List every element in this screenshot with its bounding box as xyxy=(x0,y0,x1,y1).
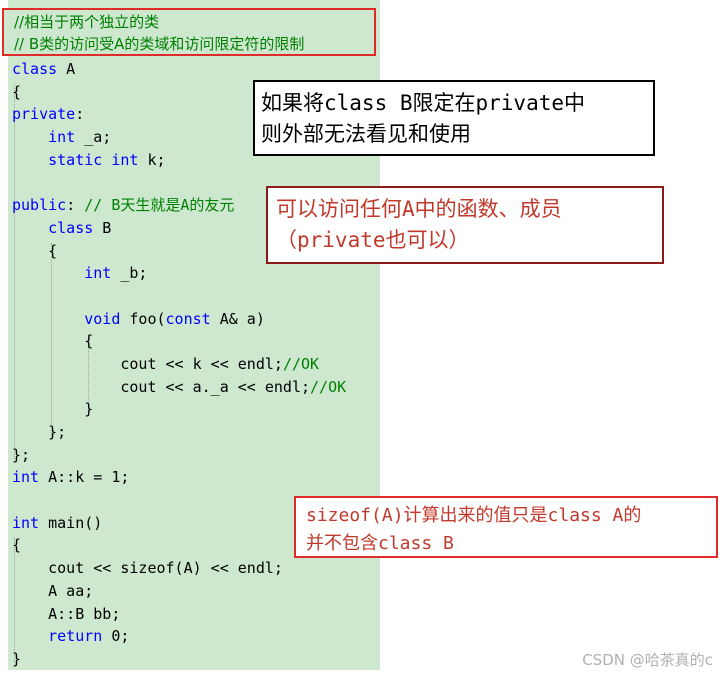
code-line-13: { xyxy=(84,332,94,351)
annotation-1-line-1: 如果将class B限定在private中 xyxy=(261,91,586,115)
code-line-25: A::B bb; xyxy=(48,604,121,623)
code-line-27: } xyxy=(12,649,22,668)
header-comment-box: //相当于两个独立的类 // B类的访问受A的类域和访问限定符的限制 xyxy=(2,8,376,56)
code-line-18: }; xyxy=(12,445,31,464)
indent-guide-foo xyxy=(88,334,89,416)
code-line-10: int _b; xyxy=(84,264,148,283)
code-line-11 xyxy=(12,285,346,308)
indent-guide-class-b xyxy=(51,243,52,439)
code-line-24: A aa; xyxy=(48,581,94,600)
code-line-19: int A::k = 1; xyxy=(12,468,130,487)
code-line-12: void foo(const A& a) xyxy=(84,309,265,328)
annotation-3-line-2: 并不包含class B xyxy=(306,533,454,554)
code-line-4: int _a; xyxy=(48,128,112,147)
code-line-23: cout << sizeof(A) << endl; xyxy=(48,559,283,578)
code-line-21: int main() xyxy=(12,513,103,532)
annotation-3-line-1: sizeof(A)计算出来的值只是class A的 xyxy=(306,505,642,526)
annotation-friend-access: 可以访问任何A中的函数、成员 （private也可以） xyxy=(266,186,664,264)
code-line-22: { xyxy=(12,536,22,555)
indent-guide-main xyxy=(14,538,15,662)
code-line-17: }; xyxy=(48,423,67,441)
annotation-1-line-2: 则外部无法看见和使用 xyxy=(261,122,471,146)
code-line-15: cout << a._a << endl;//OK xyxy=(120,377,347,396)
header-comment-line-2: // B类的访问受A的类域和访问限定符的限制 xyxy=(14,35,305,53)
indent-guide-class-a xyxy=(14,84,15,459)
code-line-16: } xyxy=(84,400,94,419)
csdn-watermark: CSDN @哈茶真的c xyxy=(582,651,713,669)
annotation-private-class-b: 如果将class B限定在private中则外部无法看见和使用 xyxy=(253,80,655,156)
code-line-14: cout << k << endl;//OK xyxy=(120,354,320,373)
code-line-7: public: // B天生就是A的友元 xyxy=(12,196,235,215)
annotation-2-line-1: 可以访问任何A中的函数、成员 xyxy=(276,197,562,221)
code-listing: class A { private: int _a; static int k; p… xyxy=(12,58,346,671)
code-line-26: return 0; xyxy=(48,627,130,646)
code-line-5: static int k; xyxy=(48,150,166,169)
code-line-3: private: xyxy=(12,105,85,124)
annotation-2-line-2: （private也可以） xyxy=(276,228,470,252)
code-line-1: class A xyxy=(12,60,76,78)
annotation-sizeof: sizeof(A)计算出来的值只是class A的并不包含class B xyxy=(294,496,718,558)
code-line-2: { xyxy=(12,82,22,101)
code-line-9: { xyxy=(48,241,58,260)
code-line-8: class B xyxy=(48,218,112,237)
header-comment-line-1: //相当于两个独立的类 xyxy=(14,13,160,31)
